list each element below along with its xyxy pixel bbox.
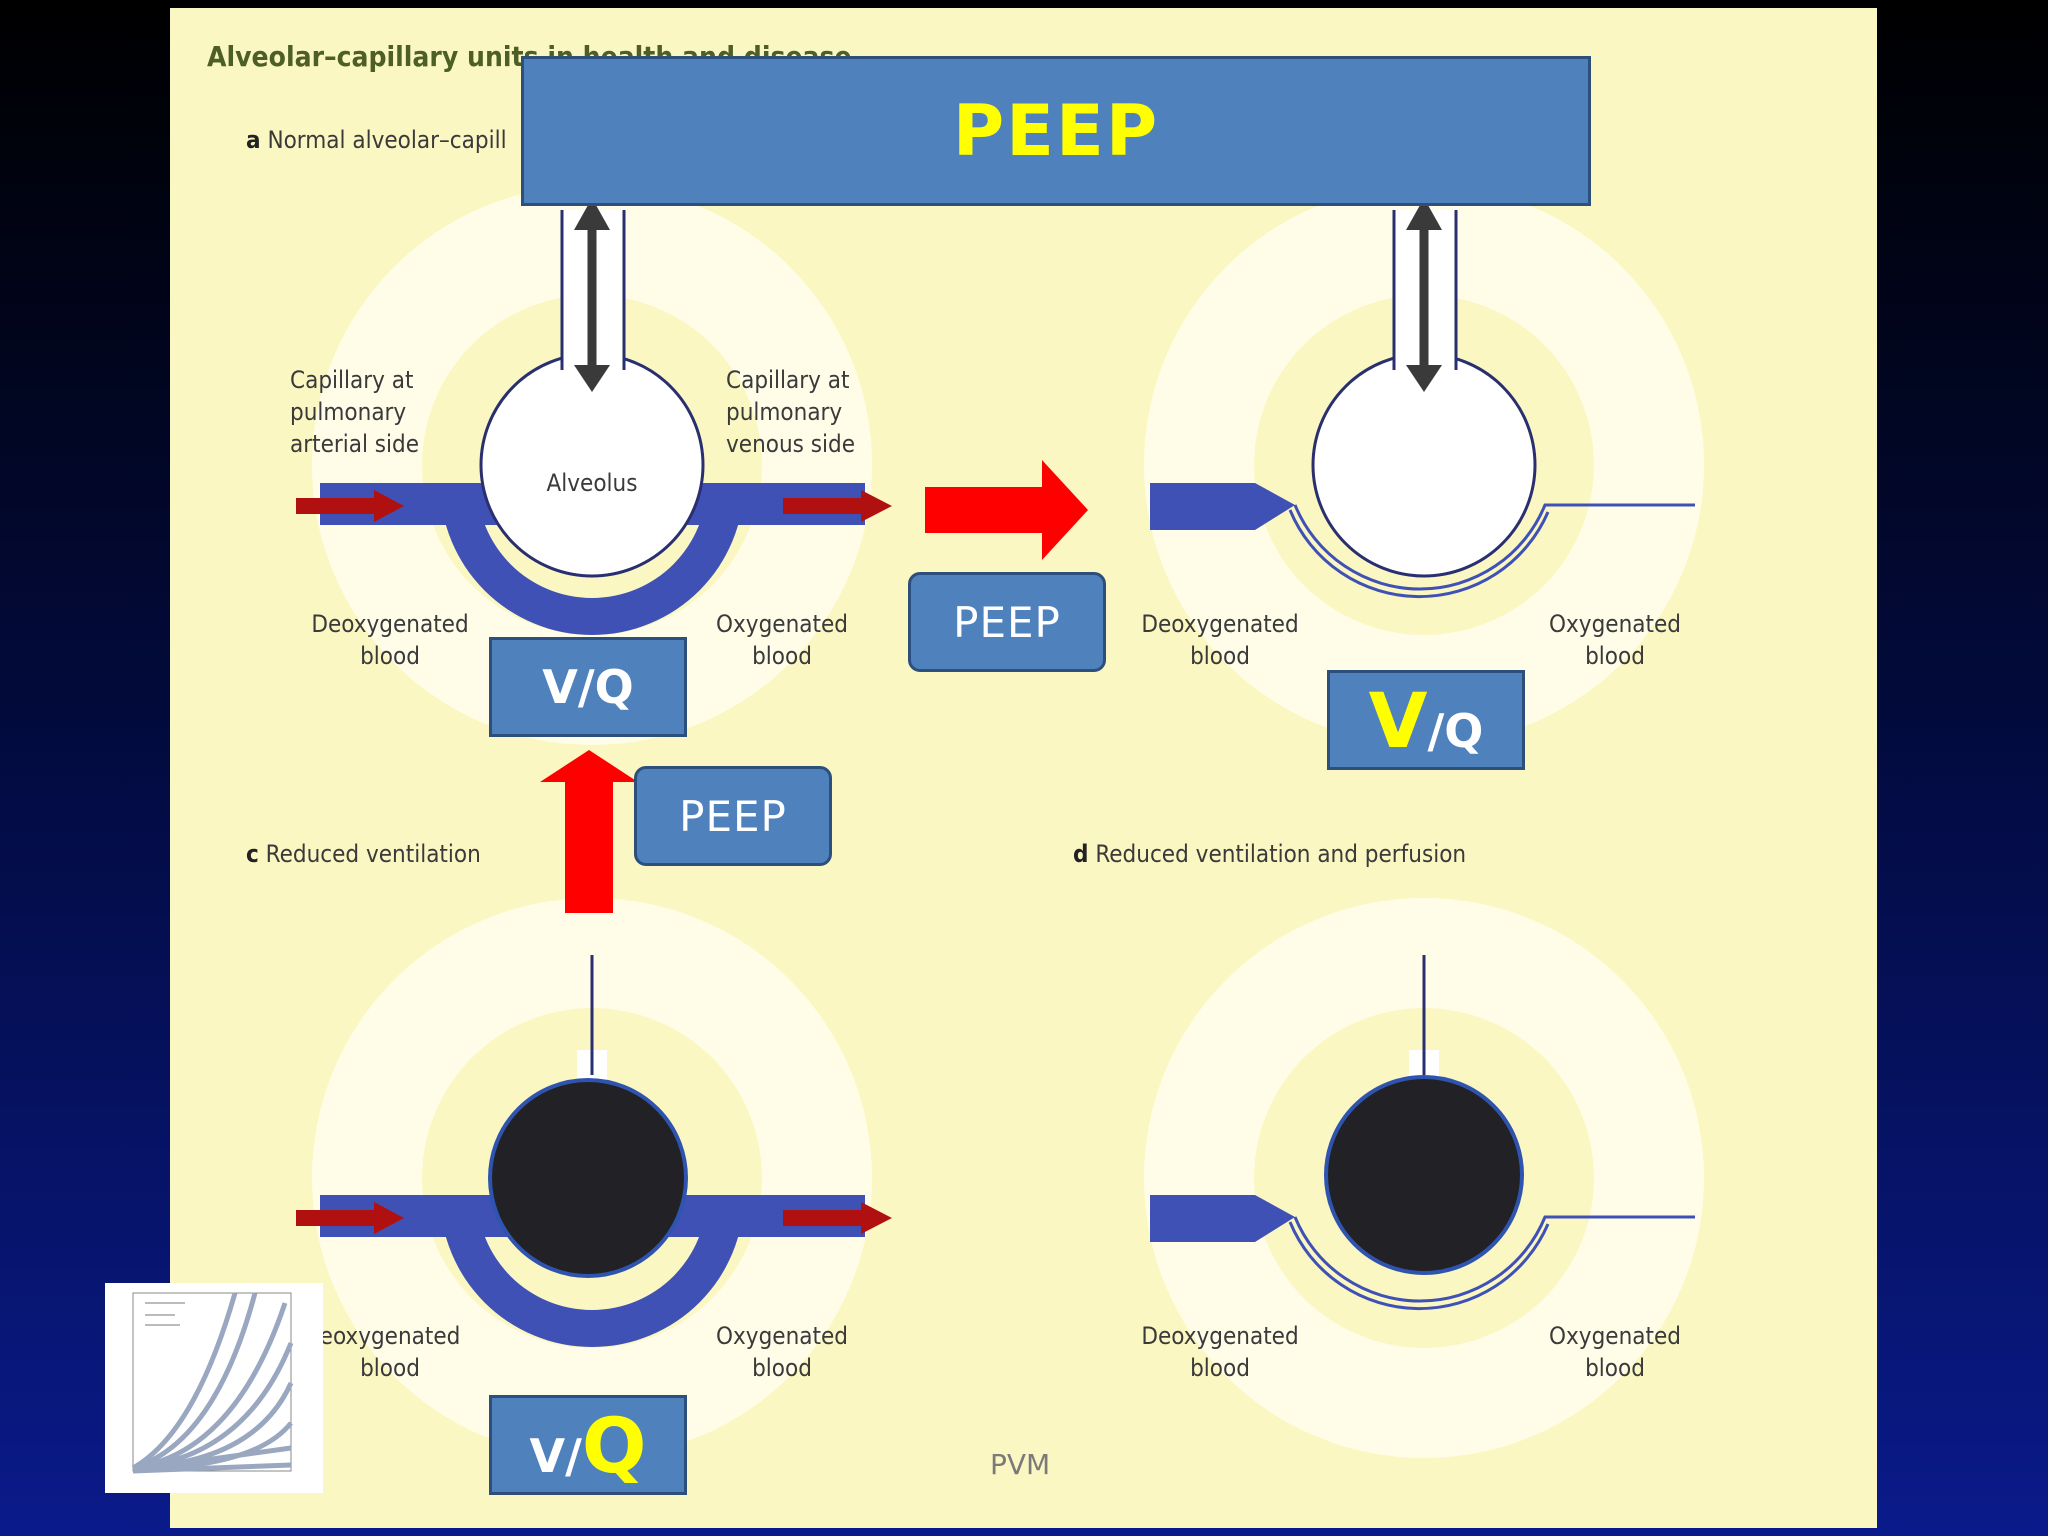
panel-d-label-text: Reduced ventilation and perfusion bbox=[1095, 840, 1467, 868]
vq-box-panel-c-text: V/Q bbox=[529, 1401, 646, 1490]
peep-box-lower: PEEP bbox=[634, 766, 832, 866]
panel-d-label: d Reduced ventilation and perfusion bbox=[1073, 840, 1466, 868]
panel-d-collapsed-alveolus bbox=[1324, 1075, 1524, 1275]
panel-a-label: a Normal alveolar–capill bbox=[246, 126, 507, 154]
panel-b-oxygenated: Oxygenated blood bbox=[1549, 610, 1681, 670]
peep-box-lower-text: PEEP bbox=[679, 791, 787, 841]
panel-b-unit bbox=[1144, 185, 1704, 745]
panel-d-unit bbox=[1144, 898, 1704, 1458]
footer-text: PVM bbox=[990, 1448, 1051, 1481]
panel-a-oxygenated: Oxygenated blood bbox=[716, 610, 848, 670]
panel-c-collapsed-alveolus bbox=[488, 1078, 688, 1278]
vq-box-panel-c: V/Q bbox=[489, 1395, 687, 1495]
peep-banner-text: PEEP bbox=[952, 90, 1160, 172]
red-arrow-up bbox=[540, 750, 638, 913]
label-capillary-venous: Capillary at pulmonary venous side bbox=[726, 366, 855, 458]
panel-b-capillary-stub bbox=[1150, 483, 1295, 530]
label-alveolus: Alveolus bbox=[546, 469, 638, 497]
panel-d-oxygenated: Oxygenated blood bbox=[1549, 1322, 1681, 1382]
panel-c-label: c Reduced ventilation bbox=[246, 840, 481, 868]
label-capillary-arterial: Capillary at pulmonary arterial side bbox=[290, 366, 420, 458]
vq-box-panel-a-text: V/Q bbox=[542, 660, 634, 714]
panel-c-unit bbox=[296, 898, 892, 1458]
vq-box-panel-b: V/Q bbox=[1327, 670, 1525, 770]
red-arrow-right bbox=[925, 460, 1088, 560]
vq-b-slash-q: /Q bbox=[1427, 703, 1484, 758]
vq-box-panel-a: V/Q bbox=[489, 637, 687, 737]
vq-c-q: Q bbox=[581, 1400, 647, 1490]
panel-c-deoxygenated: eoxygenated blood bbox=[319, 1322, 461, 1382]
panel-c-oxygenated: Oxygenated blood bbox=[716, 1322, 848, 1382]
panel-a-capillary-curve bbox=[440, 483, 744, 635]
thumbnail-shunt-chart-image bbox=[105, 1283, 323, 1493]
peep-box-middle: PEEP bbox=[908, 572, 1106, 672]
vq-c-v-slash: V/ bbox=[529, 1428, 582, 1483]
peep-banner: PEEP bbox=[521, 56, 1591, 206]
panel-a-label-text: Normal alveolar–capill bbox=[267, 126, 507, 154]
panel-a-letter: a bbox=[246, 126, 261, 154]
peep-box-middle-text: PEEP bbox=[953, 597, 1061, 647]
panel-d-letter: d bbox=[1073, 840, 1089, 868]
vq-box-panel-b-text: V/Q bbox=[1369, 676, 1484, 765]
panel-b-collapsed-capillary bbox=[1293, 503, 1695, 591]
panel-d-deoxygenated: Deoxygenated blood bbox=[1141, 1322, 1299, 1382]
panel-c-label-text: Reduced ventilation bbox=[265, 840, 481, 868]
panel-a-unit bbox=[296, 185, 892, 745]
panel-c-letter: c bbox=[246, 840, 259, 868]
panel-b-deoxygenated: Deoxygenated blood bbox=[1141, 610, 1299, 670]
vq-b-v: V bbox=[1368, 675, 1428, 765]
panel-a-deoxygenated: Deoxygenated blood bbox=[311, 610, 469, 670]
